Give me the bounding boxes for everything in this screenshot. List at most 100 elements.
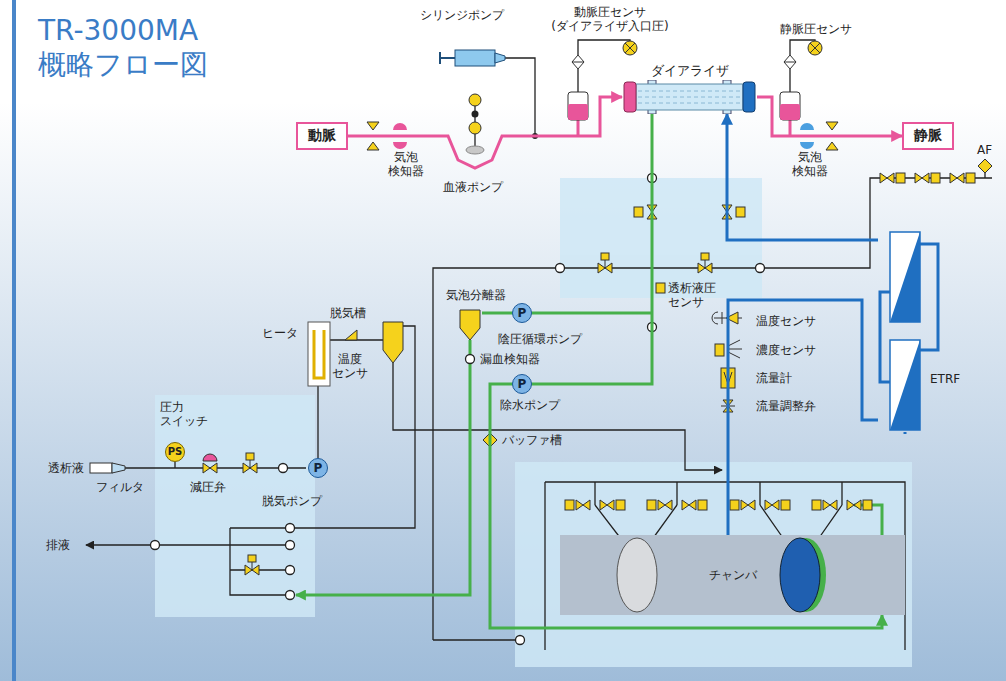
drip-chamber xyxy=(568,92,588,120)
blood-line xyxy=(578,120,790,136)
junction xyxy=(279,464,288,473)
panel xyxy=(560,178,762,298)
blood-pump xyxy=(469,94,481,106)
panel xyxy=(515,462,912,667)
drip-chamber xyxy=(623,41,637,55)
bubble-detector xyxy=(826,122,838,150)
part-label: 透析液 xyxy=(48,461,84,475)
blood-port-box: 静脈 xyxy=(902,122,954,150)
drain-line xyxy=(578,40,630,92)
valve xyxy=(598,253,612,273)
component-symbol xyxy=(721,368,735,388)
valve xyxy=(812,500,837,510)
part-label: 流量調整弁 xyxy=(756,399,816,413)
part-label: 静脈圧センサ xyxy=(780,22,852,36)
drip-chamber xyxy=(568,104,588,120)
part-label: 除水ポンプ xyxy=(500,398,560,412)
drain-line xyxy=(230,528,286,595)
valve xyxy=(243,173,975,575)
syringe-pump xyxy=(440,50,538,139)
drip-chamber xyxy=(568,41,822,120)
blood-pump xyxy=(469,122,481,134)
flow-connector xyxy=(757,97,902,136)
junction xyxy=(466,355,475,364)
valve xyxy=(647,500,672,510)
flow-connector xyxy=(348,97,622,168)
component-symbol xyxy=(721,406,735,407)
component-symbol xyxy=(460,310,480,340)
component-symbol xyxy=(383,322,403,363)
part-label: 圧力 スイッチ xyxy=(160,400,210,428)
bubble-detector xyxy=(800,123,814,149)
component-symbol xyxy=(656,283,665,293)
component-symbol xyxy=(724,372,732,384)
etrf-filter: ETRF xyxy=(878,222,970,434)
valve xyxy=(915,173,940,183)
drain-line xyxy=(595,482,842,505)
bubble-detector xyxy=(367,122,379,150)
syringe-pump xyxy=(532,133,538,139)
component-symbol xyxy=(112,463,125,473)
valve xyxy=(600,500,625,510)
dialyzer-body xyxy=(622,80,757,114)
valve xyxy=(243,453,257,473)
part-label: 濃度センサ xyxy=(756,343,816,357)
junction xyxy=(756,264,765,273)
part-label: 排液 xyxy=(46,538,70,552)
valve xyxy=(245,555,259,575)
valve xyxy=(682,500,707,510)
pump-letter: P xyxy=(308,458,328,478)
chamber-band: チャンバ xyxy=(560,535,905,615)
component-symbol xyxy=(314,330,324,378)
valve xyxy=(698,253,712,273)
drain-line xyxy=(433,178,992,640)
valve xyxy=(950,173,975,183)
node-label: ETRF xyxy=(930,372,960,386)
valve xyxy=(730,500,755,510)
drain-line xyxy=(545,482,905,650)
junction xyxy=(286,541,295,550)
blood-pump xyxy=(472,111,479,118)
node-label: チャンバ xyxy=(709,567,757,584)
pump-letter: P xyxy=(512,374,532,394)
component-symbol xyxy=(712,312,742,324)
valve xyxy=(765,500,790,510)
drip-chamber xyxy=(808,41,822,55)
syringe-pump xyxy=(455,50,495,66)
component-symbol xyxy=(715,344,724,356)
flow-connector xyxy=(727,114,878,240)
pump-letter: P xyxy=(512,303,532,323)
drip-chamber xyxy=(572,55,584,69)
part-label: 脱気ポンプ xyxy=(262,494,322,508)
panel xyxy=(155,178,912,667)
junction xyxy=(286,524,295,533)
junction xyxy=(648,323,657,332)
junction xyxy=(286,591,295,600)
valve xyxy=(722,205,745,219)
part-label: フィルタ xyxy=(96,480,144,494)
background xyxy=(12,0,16,681)
component-symbol xyxy=(203,454,217,461)
component-symbol xyxy=(726,312,738,324)
blood-line xyxy=(578,120,790,136)
component-symbol xyxy=(90,159,992,473)
blood-port-box: 動脈 xyxy=(296,122,348,150)
part-label: 減圧弁 xyxy=(190,480,226,494)
blood-pump xyxy=(466,94,484,154)
drain-line xyxy=(393,363,722,470)
junction xyxy=(516,636,525,645)
valve xyxy=(565,500,590,510)
junction xyxy=(286,566,295,575)
component-symbol xyxy=(90,463,112,473)
valve xyxy=(847,500,872,510)
dialyzer: ダイアライザ xyxy=(622,62,757,114)
part-label: 気泡分離器 xyxy=(446,288,506,302)
node-label: 静脈 xyxy=(914,127,942,145)
part-label: 温度 センサ xyxy=(328,352,372,380)
node-label: ダイアライザ xyxy=(622,62,757,80)
part-label: AF xyxy=(977,143,992,157)
component-symbol xyxy=(308,322,330,386)
part-label: 血液ポンプ xyxy=(443,180,503,194)
